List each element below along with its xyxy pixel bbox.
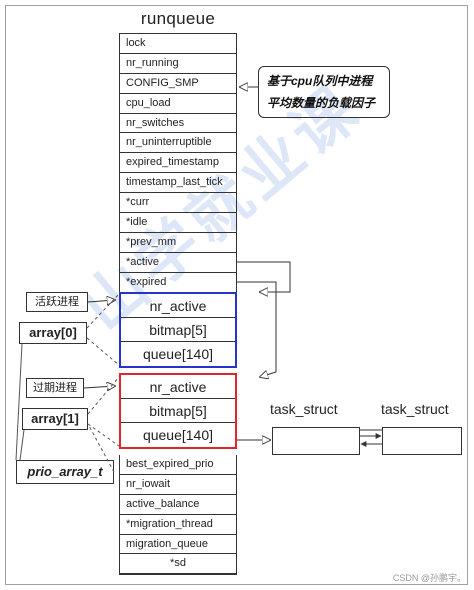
note-line-1: 基于cpu队列中进程 xyxy=(267,74,373,88)
field-curr: *curr xyxy=(120,193,236,214)
field-expired: *expired xyxy=(126,275,167,288)
expired-label-arrow xyxy=(83,386,115,388)
runqueue-fields-top: lock nr_running CONFIG_SMP cpu_load nr_s… xyxy=(119,33,237,294)
array1-dash-bottom xyxy=(87,423,120,447)
expired-queue: queue[140] xyxy=(142,427,214,443)
field-best-expired-prio: best_expired_prio xyxy=(120,455,236,475)
field-nr-running: nr_running xyxy=(120,54,236,74)
field-cpu-load: cpu_load xyxy=(120,94,236,114)
active-label-arrow xyxy=(87,300,115,302)
field-sd: *sd xyxy=(120,554,236,575)
label-array1: array[1] xyxy=(22,408,88,430)
expired-pointer-line xyxy=(237,281,277,377)
field-nr-uninterruptible: nr_uninterruptible xyxy=(120,133,236,154)
active-queue: queue[140] xyxy=(142,346,214,362)
load-factor-note: 基于cpu队列中进程 平均数量的负载因子 xyxy=(258,66,390,118)
prio-array-active: nr_active bitmap[5] queue[140] xyxy=(119,292,237,368)
field-migration-queue: migration_queue xyxy=(120,535,236,555)
label-prio-array-t: prio_array_t xyxy=(16,460,114,484)
field-prev-mm: *prev_mm xyxy=(120,233,236,253)
runqueue-fields-bottom: best_expired_prio nr_iowait active_balan… xyxy=(119,455,237,576)
expired-nr-active: nr_active xyxy=(121,375,235,399)
field-idle: *idle xyxy=(120,213,236,233)
prio-t-dash xyxy=(87,423,115,473)
task-struct-box-1 xyxy=(272,427,360,455)
label-array0: array[0] xyxy=(19,322,87,344)
diagram-frame xyxy=(5,5,468,585)
array1-dash-top xyxy=(87,376,120,415)
active-pointer-line xyxy=(237,261,291,292)
note-line-2: 平均数量的负载因子 xyxy=(267,96,376,110)
field-migration-thread: *migration_thread xyxy=(120,515,236,535)
task-struct-box-2 xyxy=(382,427,462,455)
field-nr-switches: nr_switches xyxy=(120,114,236,134)
field-active-balance: active_balance xyxy=(120,495,236,515)
expired-bitmap: bitmap[5] xyxy=(121,399,235,423)
field-nr-iowait: nr_iowait xyxy=(120,475,236,495)
active-nr-active: nr_active xyxy=(121,294,235,318)
credit-watermark: CSDN @孙鹏宇。 xyxy=(392,573,466,583)
label-active-process: 活跃进程 xyxy=(26,292,88,312)
field-lock: lock xyxy=(120,34,236,54)
left-bracket-2 xyxy=(19,429,25,461)
runqueue-title: runqueue xyxy=(140,9,216,28)
prio-array-expired: nr_active bitmap[5] queue[140] xyxy=(119,373,237,449)
task-struct-label-1: task_struct xyxy=(270,401,338,417)
array0-dash-bottom xyxy=(86,337,120,366)
field-timestamp-last-tick: timestamp_last_tick xyxy=(120,173,236,194)
array0-dash-top xyxy=(86,293,120,329)
label-expired-process: 过期进程 xyxy=(26,378,84,398)
task-struct-label-2: task_struct xyxy=(381,401,449,417)
field-active: *active xyxy=(120,253,236,273)
left-bracket-1 xyxy=(15,343,23,461)
field-config-smp: CONFIG_SMP xyxy=(120,74,236,94)
field-expired-timestamp: expired_timestamp xyxy=(120,153,236,174)
active-bitmap: bitmap[5] xyxy=(121,318,235,342)
